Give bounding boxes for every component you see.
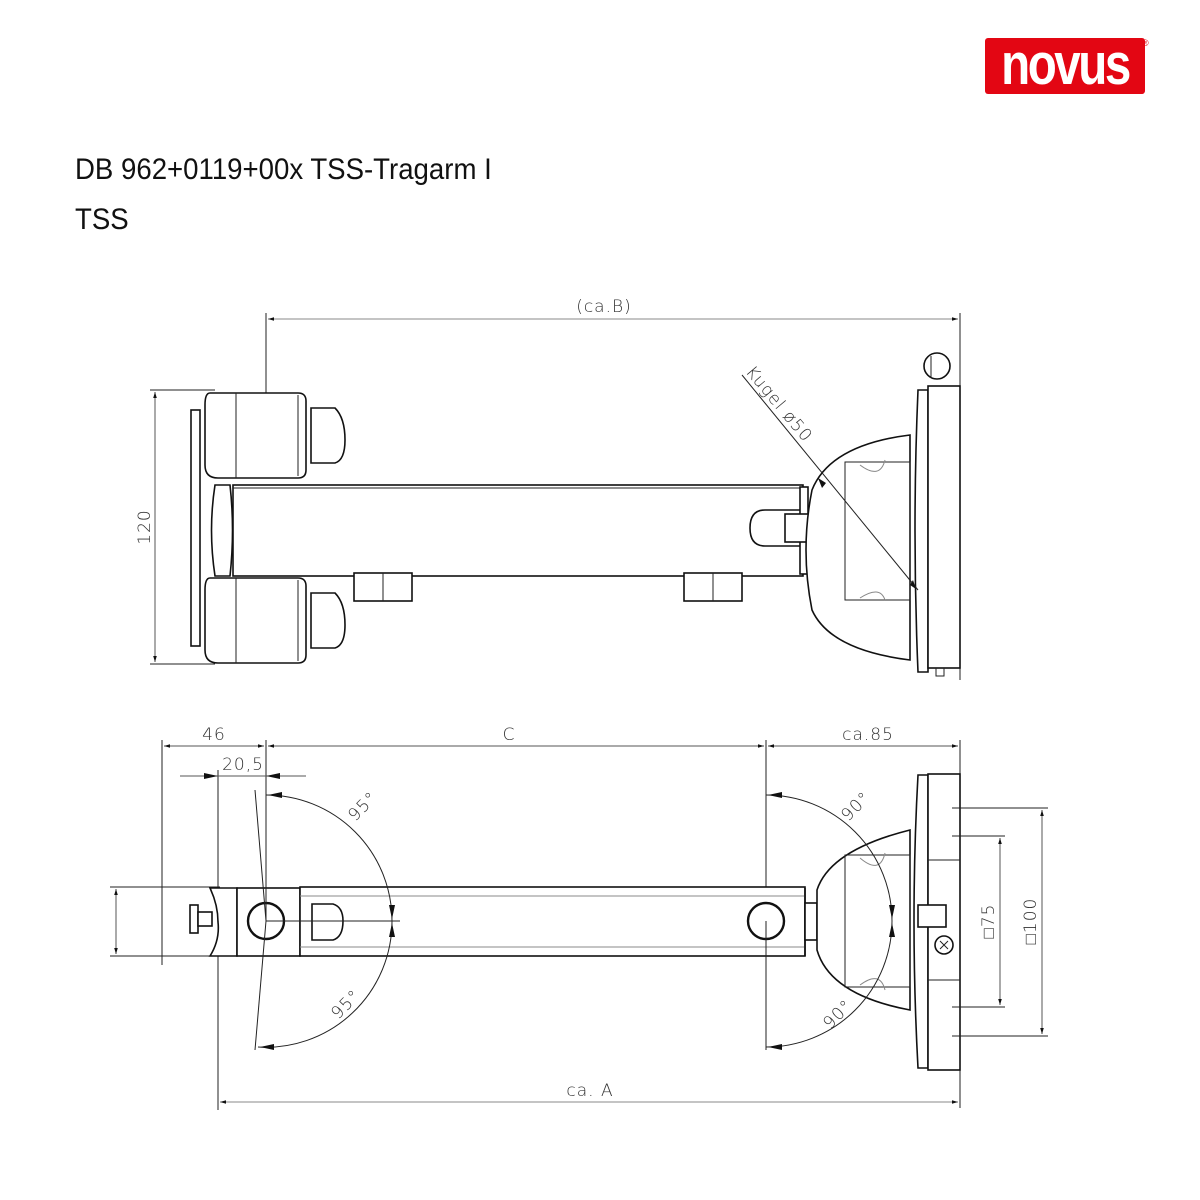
ball-leader-line: [741, 374, 919, 591]
angle-arc-right-lower: [765, 920, 893, 1048]
angle-arc-left-upper: [265, 794, 393, 922]
logo-text: novus: [1001, 32, 1131, 97]
angle-label-right-lower: 90°: [819, 996, 857, 1034]
ball-socket-top: [816, 828, 911, 1011]
registered-mark: ®: [1142, 38, 1149, 48]
side-view: (ca.B) 120: [135, 297, 961, 680]
dim-label-vesa-75: □75: [979, 904, 999, 939]
ball-socket-side: [805, 434, 911, 661]
ball-label: Kugel ø50: [741, 362, 816, 446]
angle-arc-right-upper: [765, 794, 893, 922]
watermark-mark: [8, 1180, 18, 1190]
dim-label-ca-85: ca.85: [842, 725, 894, 745]
page-subtitle: TSS: [75, 203, 129, 236]
dim-label-20-5: 20,5: [222, 755, 264, 775]
top-view: 46 C ca.85 20,5: [110, 725, 1048, 1110]
dim-label-vesa-100: □100: [1021, 898, 1041, 945]
dim-label-ca-b: (ca.B): [576, 297, 632, 317]
mount-plate-side: [927, 385, 961, 669]
dim-label-ca-a: ca. A: [566, 1081, 613, 1101]
angle-label-left-upper: 95°: [344, 788, 382, 826]
logo-background: [985, 38, 1145, 94]
dim-label-120: 120: [135, 509, 155, 544]
page-title: DB 962+0119+00x TSS-Tragarm I: [75, 153, 492, 186]
angle-arc-left-lower: [257, 920, 393, 1048]
angle-label-left-lower: 95°: [327, 986, 365, 1024]
arm-body-side: [232, 484, 804, 577]
dim-label-c: C: [503, 725, 516, 745]
angle-label-right-upper: 90°: [837, 788, 875, 826]
dim-label-46: 46: [202, 725, 226, 745]
novus-logo: novus ®: [985, 34, 1153, 96]
